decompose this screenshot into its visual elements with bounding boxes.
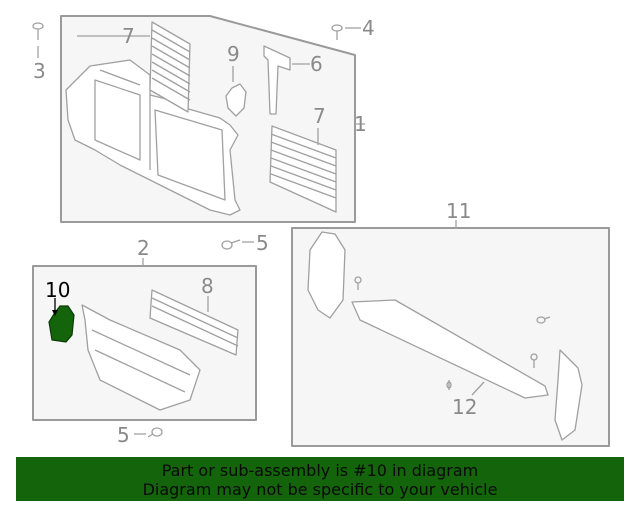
callout-8: 8 xyxy=(201,274,214,298)
callout-10[interactable]: 10 xyxy=(45,278,71,302)
callout-5-lower: 5 xyxy=(117,423,130,447)
callout-6: 6 xyxy=(310,52,323,76)
support-rail-icon xyxy=(351,299,549,399)
screw-icon xyxy=(530,353,538,368)
bracket-icon xyxy=(263,45,291,115)
callout-1: 1 xyxy=(354,112,367,136)
louver-lower-icon xyxy=(269,125,337,213)
callout-5-upper: 5 xyxy=(256,231,269,255)
callout-12: 12 xyxy=(452,395,478,419)
callout-4: 4 xyxy=(362,16,375,40)
louver-upper-icon xyxy=(149,21,191,113)
screw-icon xyxy=(446,380,452,390)
grille-strip-icon xyxy=(149,289,239,356)
fastener-3-icon xyxy=(32,22,44,58)
fastener-5-upper-icon xyxy=(221,239,254,250)
fastener-4-icon xyxy=(331,24,361,40)
part-info-banner: Part or sub-assembly is #10 in diagram D… xyxy=(16,457,624,501)
screw-icon xyxy=(536,316,551,324)
callout-9: 9 xyxy=(227,42,240,66)
screw-icon xyxy=(354,276,362,290)
air-deflector-icon xyxy=(81,304,201,411)
callout-7-lower: 7 xyxy=(313,104,326,128)
banner-disclaimer-text: Diagram may not be specific to your vehi… xyxy=(142,480,498,499)
callout-3: 3 xyxy=(33,59,46,83)
seal-icon xyxy=(225,83,247,117)
right-bracket-icon xyxy=(554,349,583,441)
left-bracket-icon xyxy=(307,231,346,319)
callout-7-upper: 7 xyxy=(122,24,135,48)
banner-part-text: Part or sub-assembly is #10 in diagram xyxy=(161,461,479,480)
fastener-5-lower-icon xyxy=(134,427,163,438)
callout-2: 2 xyxy=(137,236,150,260)
callout-11: 11 xyxy=(446,199,472,223)
